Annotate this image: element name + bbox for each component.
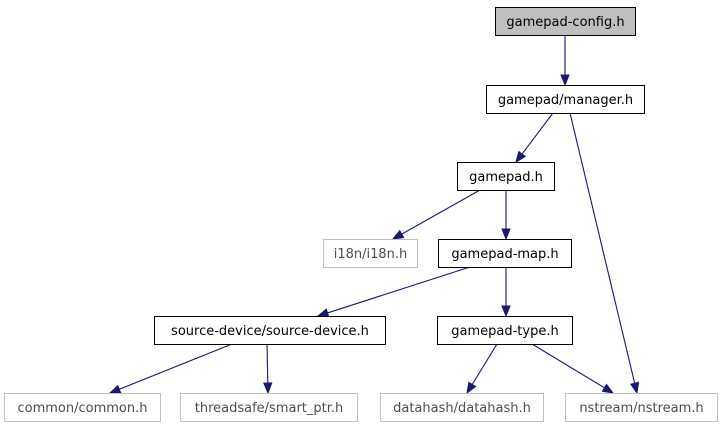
node-label: gamepad-map.h <box>451 247 558 262</box>
node-source-device[interactable]: source-device/source-device.h <box>154 316 386 345</box>
node-i18n: i18n/i18n.h <box>323 239 418 268</box>
node-label: gamepad-config.h <box>506 15 624 30</box>
node-box <box>486 85 645 114</box>
edge-line <box>531 343 605 389</box>
node-box <box>180 393 358 422</box>
node-box <box>380 393 544 422</box>
arrowhead-icon <box>629 381 640 395</box>
edge-source-device-to-smart-ptr <box>263 343 273 395</box>
edge-gamepad-manager-to-nstream <box>569 112 640 395</box>
node-box <box>437 316 573 345</box>
node-box <box>457 162 555 191</box>
node-box <box>495 7 636 36</box>
edge-line <box>266 343 269 384</box>
node-gamepad-manager[interactable]: gamepad/manager.h <box>486 85 645 114</box>
arrowhead-icon <box>501 228 511 241</box>
edge-gamepad-config-to-gamepad-manager <box>560 35 570 87</box>
node-label: source-device/source-device.h <box>171 324 369 339</box>
edge-gamepad-map-to-source-device <box>316 266 471 318</box>
node-gamepad-type[interactable]: gamepad-type.h <box>437 316 573 345</box>
arrowhead-icon <box>560 74 570 87</box>
edge-source-device-to-common <box>108 343 233 394</box>
arrowhead-icon <box>316 308 330 318</box>
node-label: threadsafe/smart_ptr.h <box>195 401 344 416</box>
arrowhead-icon <box>501 305 511 318</box>
node-label: common/common.h <box>18 401 148 416</box>
node-common: common/common.h <box>4 393 161 422</box>
edge-gamepad-to-i18n <box>391 189 481 240</box>
node-label: nstream/nstream.h <box>579 401 703 416</box>
edges-layer <box>108 35 640 395</box>
node-box <box>565 393 718 422</box>
node-nstream: nstream/nstream.h <box>565 393 718 422</box>
node-label: gamepad.h <box>469 170 543 185</box>
node-smart-ptr: threadsafe/smart_ptr.h <box>180 393 358 422</box>
node-gamepad-map[interactable]: gamepad-map.h <box>438 239 572 268</box>
edge-line <box>471 343 498 385</box>
edge-line <box>119 343 233 390</box>
edge-line <box>569 112 636 384</box>
node-label: gamepad/manager.h <box>498 93 633 108</box>
edge-line <box>521 112 554 155</box>
node-box <box>4 393 161 422</box>
node-label: datahash/datahash.h <box>393 401 531 416</box>
arrowhead-icon <box>515 150 527 164</box>
arrowhead-icon <box>391 229 405 240</box>
edge-gamepad-map-to-gamepad-type <box>501 267 511 318</box>
arrowhead-icon <box>108 384 122 394</box>
edge-line <box>401 189 481 235</box>
node-datahash: datahash/datahash.h <box>380 393 544 422</box>
node-box <box>438 239 572 268</box>
edge-gamepad-manager-to-gamepad <box>515 112 554 164</box>
nodes-layer: gamepad-config.h gamepad/manager.h gamepad… <box>4 7 718 422</box>
node-label: i18n/i18n.h <box>334 247 408 262</box>
node-gamepad[interactable]: gamepad.h <box>457 162 555 191</box>
arrowhead-icon <box>601 383 615 394</box>
edge-gamepad-to-gamepad-map <box>501 190 511 241</box>
edge-gamepad-type-to-datahash <box>466 343 498 395</box>
arrowhead-icon <box>466 381 477 395</box>
edge-gamepad-type-to-nstream <box>531 343 615 394</box>
node-gamepad-config[interactable]: gamepad-config.h <box>495 7 636 36</box>
node-box <box>154 316 386 345</box>
edge-line <box>327 266 471 314</box>
arrowhead-icon <box>263 382 273 395</box>
node-label: gamepad-type.h <box>451 324 558 339</box>
node-box <box>323 239 418 268</box>
